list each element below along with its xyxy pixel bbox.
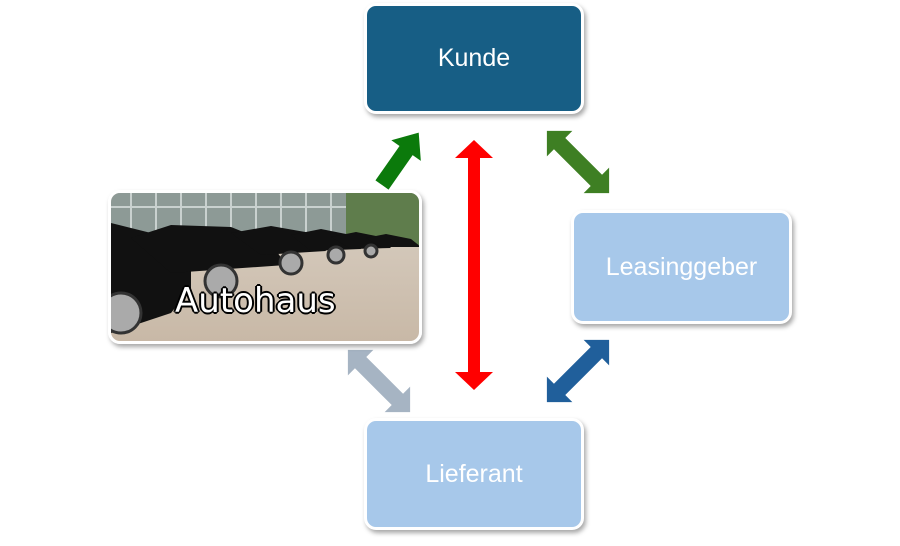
node-autohaus[interactable]: Autohaus xyxy=(108,190,422,344)
node-leasinggeber[interactable]: Leasinggeber xyxy=(571,210,792,324)
arrow-kunde-lieferant xyxy=(455,140,493,390)
arrow-autohaus-lieferant xyxy=(347,349,411,413)
node-kunde-label: Kunde xyxy=(437,44,511,72)
arrow-leasinggeber-lieferant xyxy=(546,339,610,403)
node-leasinggeber-label: Leasinggeber xyxy=(605,252,758,281)
car-dealership-photo xyxy=(111,193,419,341)
arrow-kunde-leasinggeber xyxy=(546,130,610,194)
node-autohaus-label: Autohaus xyxy=(175,281,336,321)
node-lieferant-label: Lieferant xyxy=(425,459,523,488)
node-lieferant[interactable]: Lieferant xyxy=(364,418,584,530)
node-kunde[interactable]: Kunde xyxy=(364,3,584,114)
arrow-autohaus-to-kunde xyxy=(375,132,421,190)
